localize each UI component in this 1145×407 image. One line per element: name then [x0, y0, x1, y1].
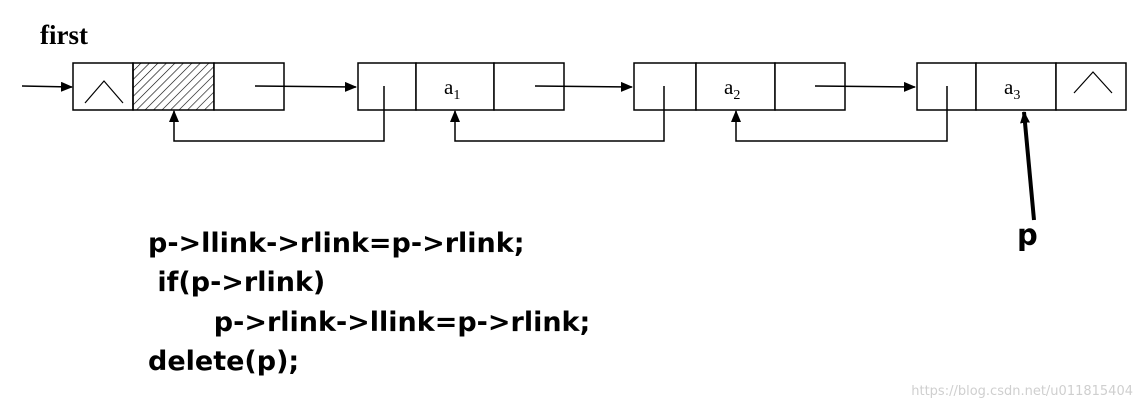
node-a3: a3: [916, 62, 1127, 111]
p-pointer-arrow: [1020, 111, 1036, 221]
node-a1-llink-field: [357, 62, 417, 111]
head-data-field-shaded: [132, 62, 215, 111]
head-node: [72, 62, 285, 111]
code-line-2: if(p->rlink): [148, 267, 326, 298]
rlink-arrow-a2-to-a3: [814, 81, 916, 92]
first-pointer-arrow: [21, 81, 73, 92]
null-pointer-icon: [1073, 71, 1113, 94]
node-a2-data-label: a2: [724, 75, 740, 103]
node-a3-data-main: a: [1004, 75, 1014, 99]
node-a3-data-field: [975, 62, 1057, 111]
rlink-arrow-head-to-a1: [254, 81, 357, 92]
rlink-arrow-a1-to-a2: [534, 81, 633, 92]
node-a3-rlink-field: [1055, 62, 1127, 111]
node-a2-data-main: a: [724, 75, 734, 99]
first-label: first: [40, 20, 88, 50]
llink-arrow-a2-to-a1: [450, 86, 665, 142]
node-a2-data-field: [695, 62, 776, 111]
node-a1-data-field: [415, 62, 495, 111]
node-a1-data-main: a: [444, 75, 454, 99]
p-label: p: [1017, 218, 1038, 252]
node-a2-llink-field: [633, 62, 697, 111]
code-line-4: delete(p);: [148, 346, 300, 377]
code-line-3: p->rlink->llink=p->rlink;: [148, 307, 591, 338]
node-a2-data-sub: 2: [733, 88, 740, 103]
llink-arrow-a3-to-a2: [731, 86, 948, 142]
node-a1-data-label: a1: [444, 75, 460, 103]
node-a1-data-sub: 1: [453, 88, 460, 103]
node-a1: a1: [357, 62, 565, 111]
node-a2: a2: [633, 62, 846, 111]
llink-arrow-a1-to-head: [169, 86, 385, 142]
head-llink-field: [72, 62, 134, 111]
node-a3-data-label: a3: [1004, 75, 1020, 103]
code-line-1: p->llink->rlink=p->rlink;: [148, 228, 525, 259]
watermark: https://blog.csdn.net/u011815404: [911, 384, 1133, 399]
node-a3-data-sub: 3: [1013, 88, 1020, 103]
null-pointer-icon: [84, 80, 124, 104]
